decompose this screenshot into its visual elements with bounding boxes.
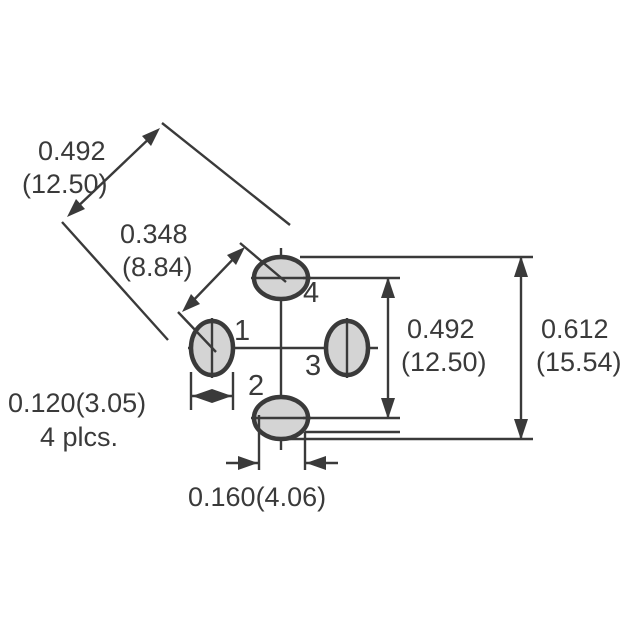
- diagonal-inner-mm-label: (8.84): [122, 252, 193, 282]
- pad-width-extension-lines: [189, 372, 235, 410]
- diagonal-outer-dimension: [61, 122, 291, 341]
- diagonal-inner-arrow-lower: [182, 294, 200, 312]
- vertical-outer-arrow-bottom: [514, 419, 528, 440]
- diagonal-inner-arrow-upper: [227, 247, 245, 265]
- diagonal-outer-mm-label: (12.50): [22, 169, 108, 199]
- vertical-outer-arrow-top: [514, 256, 528, 277]
- bottom-arrow-left: [238, 456, 258, 470]
- diagonal-inner-ext-bottom: [177, 311, 217, 353]
- diagonal-outer-arrow-lower: [67, 199, 85, 217]
- diagonal-outer-arrow-upper: [142, 128, 160, 146]
- diagonal-inner-inch-label: 0.348: [120, 219, 188, 249]
- vertical-extension-lines: [290, 255, 533, 441]
- diagonal-outer-ext-bottom: [61, 221, 169, 341]
- pad-width-plcs-note: 4 plcs.: [40, 422, 118, 452]
- bottom-arrow-right: [306, 456, 326, 470]
- diagonal-outer-inch-label: 0.492: [38, 136, 106, 166]
- diagonal-outer-ext-top: [161, 122, 291, 226]
- diagonal-inner-dimension: [177, 242, 287, 353]
- pad-1-number: 1: [234, 315, 250, 347]
- diagonal-inner-dim-line: [186, 251, 241, 308]
- pad-2-number: 2: [248, 370, 264, 402]
- diagonal-outer-dim-line: [71, 132, 156, 213]
- vertical-inner-inch-label: 0.492: [407, 314, 475, 344]
- pad-width-label: 0.120(3.05): [8, 388, 146, 418]
- pad-3-number: 3: [305, 350, 321, 382]
- bottom-spacing-label: 0.160(4.06): [188, 482, 326, 512]
- pad-3[interactable]: [323, 318, 371, 378]
- vertical-inner-mm-label: (12.50): [401, 347, 487, 377]
- pad-width-arrow-left: [192, 389, 212, 403]
- vertical-inner-arrow-top: [381, 277, 395, 298]
- pad-2[interactable]: [251, 394, 311, 442]
- pad-width-arrow-right: [212, 389, 232, 403]
- vertical-outer-mm-label: (15.54): [536, 347, 622, 377]
- pad-4-number: 4: [303, 277, 319, 309]
- vertical-outer-inch-label: 0.612: [541, 314, 609, 344]
- vertical-inner-arrow-bottom: [381, 398, 395, 419]
- diagonal-inner-ext-top: [239, 242, 287, 283]
